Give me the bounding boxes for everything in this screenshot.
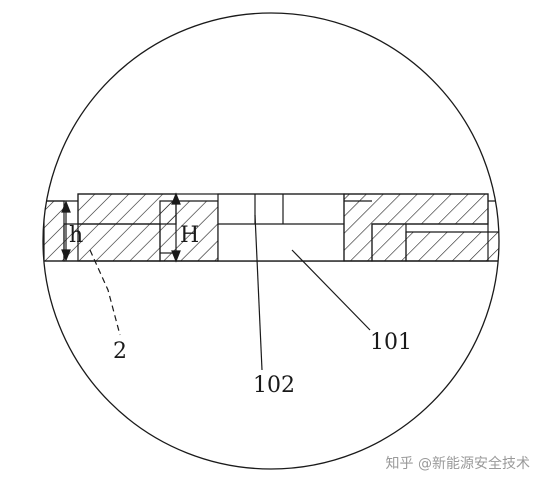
leader-line-102	[254, 214, 263, 371]
leader-line-2	[89, 249, 121, 336]
right-lower-section	[371, 223, 407, 262]
label-part-101: 101	[370, 330, 412, 355]
leader-line-101	[291, 249, 371, 331]
right-edge-section	[405, 231, 499, 262]
center-cavity	[217, 193, 345, 262]
dimension-H	[171, 192, 181, 263]
label-H: H	[180, 223, 199, 248]
label-part-2: 2	[113, 339, 127, 364]
watermark-text: 知乎 @新能源安全技术	[386, 455, 530, 472]
dimension-h	[61, 200, 71, 262]
label-part-102: 102	[253, 373, 295, 398]
label-h: h	[69, 223, 83, 248]
left-edge-section	[43, 200, 65, 262]
